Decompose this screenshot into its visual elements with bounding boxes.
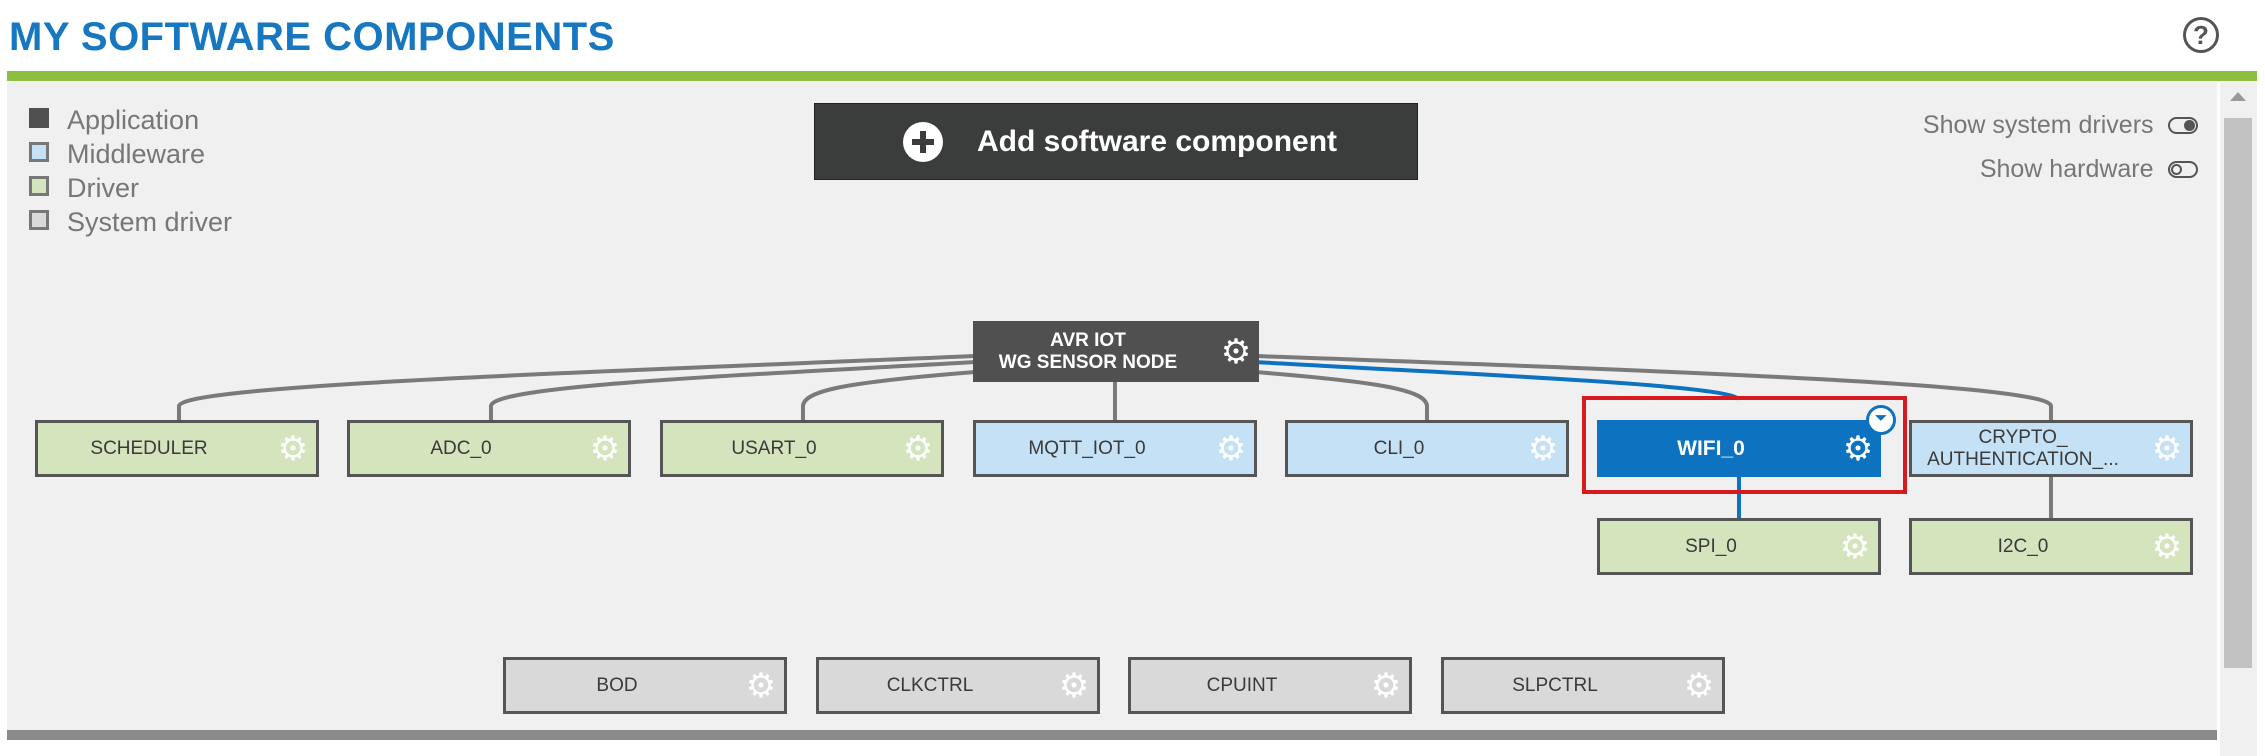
component-label-line2: WG SENSOR NODE <box>998 351 1178 373</box>
toggle-knob <box>2171 163 2182 175</box>
component-clkctrl[interactable]: CLKCTRL ⚙ <box>816 657 1100 714</box>
component-label-line1: AVR IOT <box>1050 329 1126 351</box>
gear-icon[interactable]: ⚙ <box>2151 527 2183 566</box>
gear-icon[interactable]: ⚙ <box>1220 332 1252 371</box>
component-label: I2C_0 <box>1997 535 2049 557</box>
gear-icon[interactable]: ⚙ <box>1058 666 1090 705</box>
component-label: BOD <box>596 674 638 696</box>
component-slpctrl[interactable]: SLPCTRL ⚙ <box>1441 657 1725 714</box>
gear-icon[interactable]: ⚙ <box>1839 527 1871 566</box>
show-hardware-label: Show hardware <box>1979 155 2154 183</box>
toggle-knob <box>2184 119 2195 131</box>
component-label: CPUINT <box>1206 674 1278 696</box>
component-label: CLKCTRL <box>886 674 974 696</box>
legend-item-application: Application <box>27 104 327 138</box>
component-canvas <box>7 82 2217 732</box>
component-spi-0[interactable]: SPI_0 ⚙ <box>1597 518 1881 575</box>
plus-circle-icon <box>903 122 943 162</box>
legend-label: Application <box>67 105 200 135</box>
legend-swatch-middleware <box>29 142 49 162</box>
gear-icon[interactable]: ⚙ <box>1527 429 1559 468</box>
gear-icon[interactable]: ⚙ <box>2151 429 2183 468</box>
component-label: SPI_0 <box>1685 535 1737 557</box>
gear-icon[interactable]: ⚙ <box>589 429 621 468</box>
component-label: SLPCTRL <box>1512 674 1598 696</box>
component-i2c-0[interactable]: I2C_0 ⚙ <box>1909 518 2193 575</box>
component-cpuint[interactable]: CPUINT ⚙ <box>1128 657 1412 714</box>
component-label: SCHEDULER <box>90 437 208 459</box>
gear-icon[interactable]: ⚙ <box>1683 666 1715 705</box>
legend-swatch-driver <box>29 176 49 196</box>
header-accent-bar <box>7 71 2257 81</box>
component-scheduler[interactable]: SCHEDULER ⚙ <box>35 420 319 477</box>
show-hardware-row: Show hardware <box>1980 153 2198 185</box>
gear-icon[interactable]: ⚙ <box>277 429 309 468</box>
component-cli-0[interactable]: CLI_0 ⚙ <box>1285 420 1569 477</box>
gear-icon[interactable]: ⚙ <box>902 429 934 468</box>
component-label-line2: AUTHENTICATION_... <box>1927 448 2119 470</box>
add-software-component-button[interactable]: Add software component <box>814 103 1418 180</box>
legend-label: System driver <box>67 207 233 237</box>
legend: Application Middleware Driver System dri… <box>27 104 327 240</box>
component-bod[interactable]: BOD ⚙ <box>503 657 787 714</box>
legend-item-middleware: Middleware <box>27 138 327 172</box>
component-label-line1: CRYPTO_ <box>1978 426 2068 448</box>
legend-swatch-system-driver <box>29 210 49 230</box>
help-icon[interactable]: ? <box>2183 17 2219 53</box>
component-label: MQTT_IOT_0 <box>1028 437 1146 459</box>
add-button-label: Add software component <box>977 125 1338 158</box>
component-label: WIFI_0 <box>1677 436 1745 460</box>
legend-label: Middleware <box>67 139 206 169</box>
scroll-up-arrow-icon[interactable] <box>2230 92 2246 101</box>
component-label: CLI_0 <box>1373 437 1425 459</box>
legend-item-driver: Driver <box>27 172 327 206</box>
component-avr-iot-wg-sensor-node[interactable]: AVR IOT WG SENSOR NODE ⚙ <box>973 321 1259 382</box>
component-adc-0[interactable]: ADC_0 ⚙ <box>347 420 631 477</box>
page-title: MY SOFTWARE COMPONENTS <box>9 15 615 59</box>
legend-label: Driver <box>67 173 139 203</box>
show-hardware-toggle[interactable] <box>2168 160 2198 178</box>
component-label: CRYPTO_ AUTHENTICATION_... <box>1912 423 2134 474</box>
component-label: ADC_0 <box>430 437 492 459</box>
gear-icon[interactable]: ⚙ <box>1370 666 1402 705</box>
show-system-drivers-label: Show system drivers <box>1922 111 2154 139</box>
component-label: USART_0 <box>731 437 817 459</box>
component-crypto-authentication[interactable]: CRYPTO_ AUTHENTICATION_... ⚙ <box>1909 420 2193 477</box>
show-system-drivers-row: Show system drivers <box>1923 109 2198 141</box>
component-label: AVR IOT WG SENSOR NODE <box>973 321 1203 382</box>
show-system-drivers-toggle[interactable] <box>2168 116 2198 134</box>
horizontal-scrollbar[interactable] <box>7 730 2217 740</box>
scrollbar-thumb[interactable] <box>2224 118 2252 668</box>
component-usart-0[interactable]: USART_0 ⚙ <box>660 420 944 477</box>
gear-icon[interactable]: ⚙ <box>1215 429 1247 468</box>
selection-highlight <box>1582 396 1907 494</box>
gear-icon[interactable]: ⚙ <box>745 666 777 705</box>
legend-swatch-application <box>29 108 49 128</box>
filter-icon[interactable]: ⏷ <box>1866 405 1896 435</box>
component-mqtt-iot-0[interactable]: MQTT_IOT_0 ⚙ <box>973 420 1257 477</box>
gear-icon[interactable]: ⚙ <box>1842 429 1874 468</box>
legend-item-system-driver: System driver <box>27 206 327 240</box>
component-wifi-0[interactable]: WIFI_0 ⚙ <box>1597 420 1881 477</box>
